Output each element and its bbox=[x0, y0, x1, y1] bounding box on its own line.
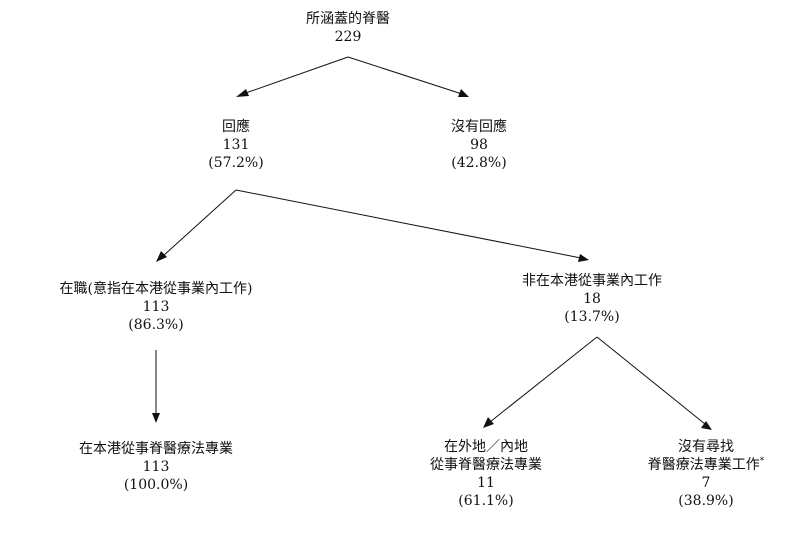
node-not-seeking-label-2-wrap: 脊醫療法專業工作* bbox=[648, 456, 765, 474]
arrowhead-not-seeking bbox=[701, 421, 712, 430]
node-responded: 回應 131 (57.2%) bbox=[208, 118, 263, 172]
node-no-response: 沒有回應 98 (42.8%) bbox=[451, 118, 507, 172]
node-no-response-label: 沒有回應 bbox=[451, 119, 507, 135]
node-outside-hk-pct: (61.1%) bbox=[458, 493, 514, 509]
node-not-seeking: 沒有尋找 脊醫療法專業工作* 7 (38.9%) bbox=[648, 438, 765, 510]
node-employed-label: 在職(意指在本港從事業內工作) bbox=[59, 281, 253, 297]
arrowhead-outside bbox=[483, 417, 494, 428]
node-outside-hk-label-1: 在外地／內地 bbox=[444, 439, 528, 455]
edge-responded-not-employed bbox=[235, 189, 582, 259]
node-responded-pct: (57.2%) bbox=[208, 155, 264, 171]
node-outside-hk: 在外地／內地 從事脊醫療法專業 11 (61.1%) bbox=[430, 438, 542, 510]
node-not-seeking-label-2: 脊醫療法專業工作 bbox=[647, 457, 760, 473]
node-root-label: 所涵蓋的脊醫 bbox=[306, 11, 390, 27]
footnote-mark: * bbox=[759, 456, 765, 467]
node-not-employed-label: 非在本港從事業內工作 bbox=[522, 273, 662, 289]
node-local-practice-count: 113 bbox=[142, 459, 170, 475]
arrowhead-no-response bbox=[458, 89, 469, 97]
node-no-response-pct: (42.8%) bbox=[451, 155, 507, 171]
arrowhead-employed bbox=[156, 251, 167, 262]
node-responded-count: 131 bbox=[222, 137, 250, 153]
node-root: 所涵蓋的脊醫 229 bbox=[306, 10, 390, 46]
edge-not-employed-not-seeking bbox=[596, 336, 706, 425]
arrowhead-local bbox=[152, 413, 160, 423]
node-employed-count: 113 bbox=[142, 299, 170, 315]
edge-not-employed-outside bbox=[489, 336, 598, 423]
node-no-response-count: 98 bbox=[470, 137, 488, 153]
edge-root-responded bbox=[242, 56, 349, 95]
node-not-employed: 非在本港從事業內工作 18 (13.7%) bbox=[522, 272, 662, 326]
node-not-employed-pct: (13.7%) bbox=[564, 309, 620, 325]
node-outside-hk-count: 11 bbox=[477, 475, 495, 491]
arrowhead-not-employed bbox=[578, 254, 589, 262]
node-outside-hk-label-2: 從事脊醫療法專業 bbox=[430, 457, 542, 473]
node-not-seeking-pct: (38.9%) bbox=[678, 493, 734, 509]
edge-root-no-response bbox=[347, 56, 463, 95]
node-root-count: 229 bbox=[334, 29, 362, 45]
node-not-seeking-count: 7 bbox=[701, 475, 711, 491]
node-local-practice: 在本港從事脊醫療法專業 113 (100.0%) bbox=[79, 440, 233, 494]
node-local-practice-label: 在本港從事脊醫療法專業 bbox=[79, 441, 233, 457]
node-local-practice-pct: (100.0%) bbox=[123, 477, 189, 493]
edge-responded-employed bbox=[162, 189, 237, 257]
node-not-seeking-label-1: 沒有尋找 bbox=[678, 439, 734, 455]
node-not-employed-count: 18 bbox=[583, 291, 601, 307]
node-employed: 在職(意指在本港從事業內工作) 113 (86.3%) bbox=[60, 280, 253, 334]
node-employed-pct: (86.3%) bbox=[128, 317, 184, 333]
arrowhead-responded bbox=[236, 89, 249, 97]
node-responded-label: 回應 bbox=[222, 119, 250, 135]
